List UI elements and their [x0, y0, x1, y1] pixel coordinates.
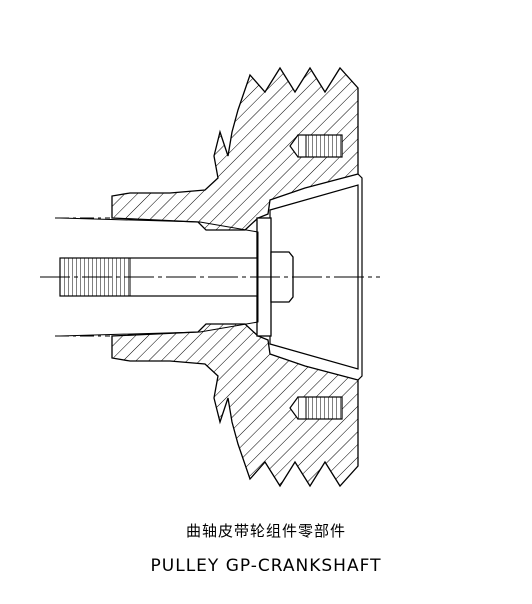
pulley-lower-section	[111, 323, 359, 488]
bolt-head	[270, 251, 294, 303]
caption-english: PULLEY GP-CRANKSHAFT	[150, 556, 382, 576]
caption-chinese: 曲轴皮带轮组件零部件	[185, 522, 346, 540]
lower-threaded-hole	[289, 396, 343, 420]
pulley-upper-section	[111, 66, 359, 231]
upper-threaded-hole	[289, 134, 343, 158]
